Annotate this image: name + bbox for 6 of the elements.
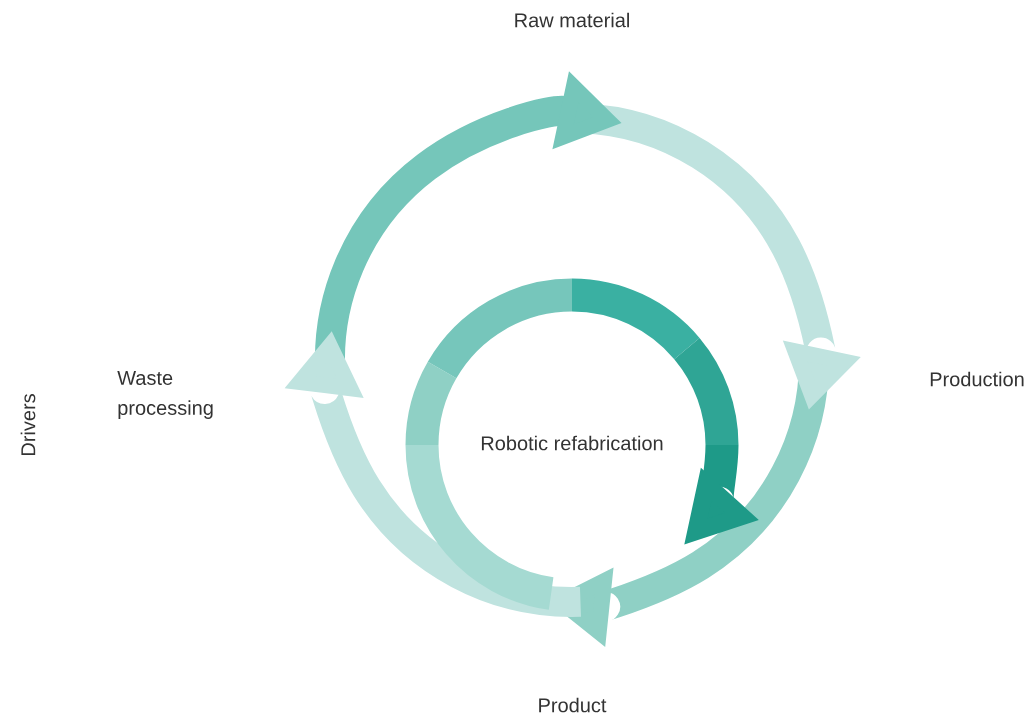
stage-label: Waste processing bbox=[117, 371, 213, 419]
stage-label: Raw material bbox=[515, 12, 629, 28]
center-label: Robotic refabrication bbox=[481, 435, 663, 451]
stage-label: Product bbox=[539, 697, 607, 713]
axis-label: Drivers bbox=[20, 394, 36, 455]
stage-label: Production bbox=[930, 371, 1024, 387]
